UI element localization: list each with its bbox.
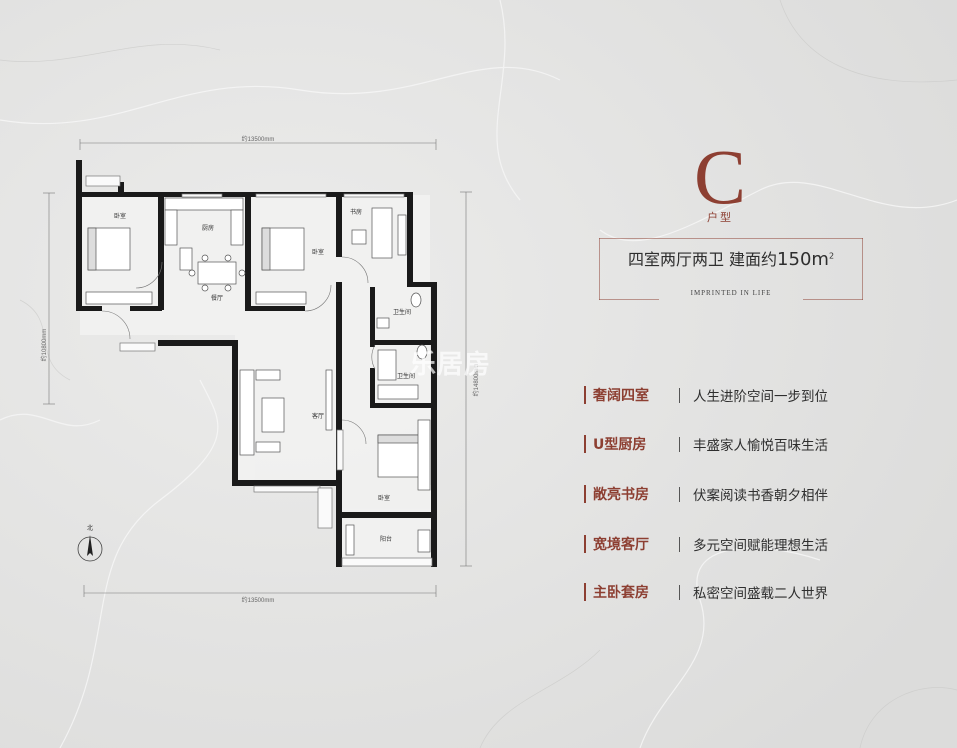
feature-accent-bar [584, 485, 586, 503]
feature-separator [679, 387, 680, 403]
feature-item: 奢阔四室 人生进阶空间一步到位 [584, 383, 904, 407]
feature-title: 宽境客厅 [593, 537, 649, 553]
feature-title: 敞亮书房 [593, 487, 649, 503]
dim-right-label: 约14800mm [472, 364, 480, 397]
room-label-dining: 餐厅 [211, 294, 223, 302]
room-label-study: 书房 [350, 208, 362, 216]
room-label-bath2: 卫生间 [397, 372, 415, 380]
room-label-balcony: 阳台 [380, 535, 392, 543]
headline-area-unit: m [811, 249, 829, 270]
furniture [85, 197, 431, 556]
feature-desc: 私密空间盛载二人世界 [693, 586, 828, 602]
feature-desc: 多元空间赋能理想生活 [693, 538, 828, 554]
room-label-kitchen: 厨房 [202, 224, 214, 232]
tagline: IMPRINTED IN LIFE [690, 289, 772, 297]
feature-title: U型厨房 [593, 437, 647, 453]
feature-desc: 人生进阶空间一步到位 [693, 389, 828, 405]
watermark: 乐居房 [410, 350, 492, 380]
feature-item: 敞亮书房 伏案阅读书香朝夕相伴 [584, 482, 904, 506]
feature-item: 主卧套房 私密空间盛载二人世界 [584, 580, 904, 604]
unit-letter: C [694, 140, 746, 210]
unit-letter-graphic: C [694, 140, 746, 210]
feature-separator [679, 486, 680, 502]
windows [85, 175, 433, 567]
feature-accent-bar [584, 583, 586, 601]
compass-label: 北 [87, 524, 93, 532]
feature-item: U型厨房 丰盛家人愉悦百味生活 [584, 432, 904, 456]
room-label-bedroom-mid: 卧室 [312, 248, 324, 256]
feature-separator [679, 584, 680, 600]
feature-title: 奢阔四室 [593, 388, 649, 404]
feature-separator [679, 536, 680, 552]
room-label-master: 卧室 [378, 494, 390, 502]
feature-accent-bar [584, 435, 586, 453]
feature-separator [679, 436, 680, 452]
headline-prefix: 四室两厅两卫 建面约 [627, 250, 778, 269]
feature-accent-bar [584, 386, 586, 404]
feature-item: 宽境客厅 多元空间赋能理想生活 [584, 532, 904, 556]
headline-area-sup: 2 [828, 251, 835, 261]
room-label-bath1: 卫生间 [393, 308, 411, 316]
dim-bottom-label: 约13500mm [242, 596, 275, 604]
feature-accent-bar [584, 535, 586, 553]
headline: 四室两厅两卫 建面约150m2 [599, 246, 863, 270]
unit-type-label: 户型 [707, 211, 733, 224]
dim-top-label: 约13500mm [242, 135, 275, 143]
compass-icon [77, 535, 103, 562]
dim-left-label: 约10800mm [40, 329, 48, 362]
room-label-living: 客厅 [312, 412, 324, 420]
feature-desc: 丰盛家人愉悦百味生活 [693, 438, 828, 454]
room-label-bedroom-nw: 卧室 [114, 212, 126, 220]
feature-desc: 伏案阅读书香朝夕相伴 [693, 488, 828, 504]
feature-title: 主卧套房 [593, 585, 649, 601]
headline-area: 150 [777, 249, 812, 270]
